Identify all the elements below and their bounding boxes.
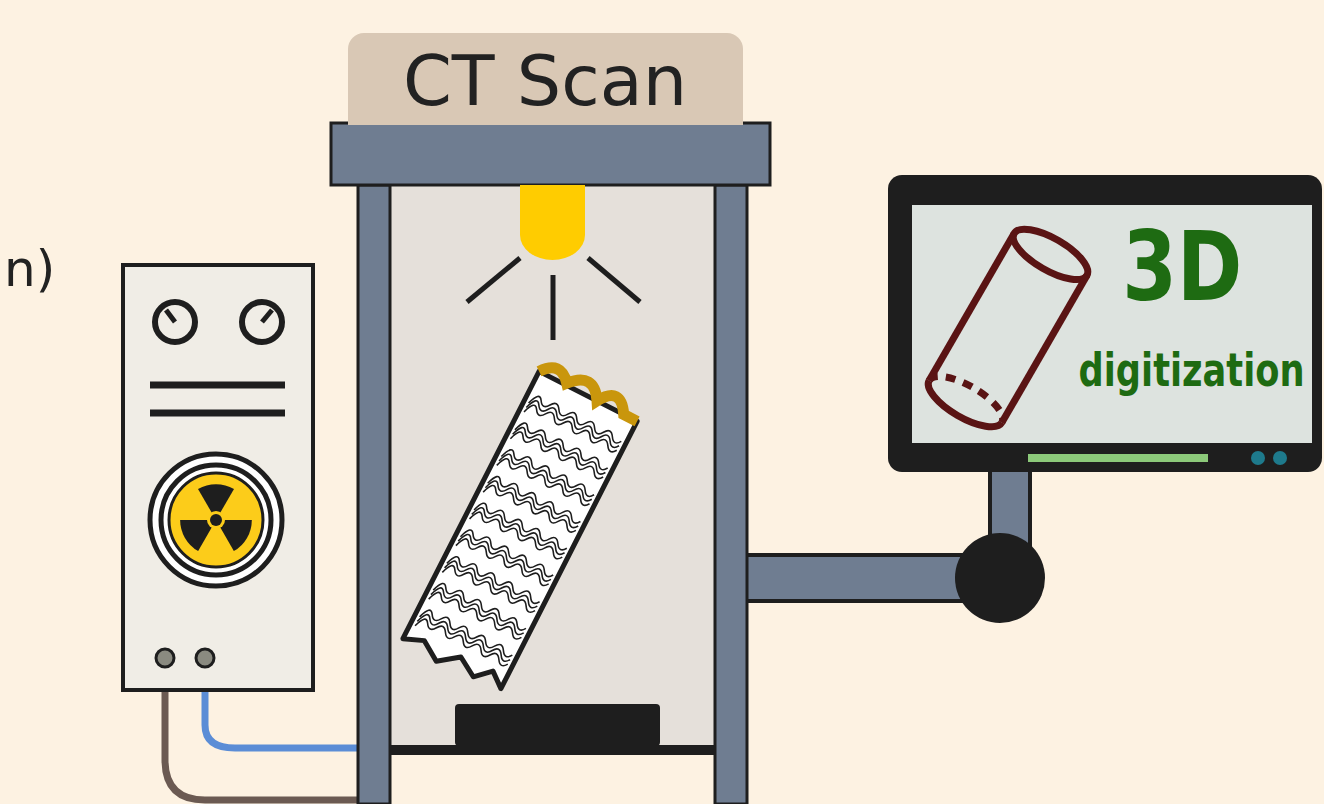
scanner-title: CT Scan bbox=[403, 46, 687, 116]
power-supply bbox=[123, 265, 313, 690]
monitor bbox=[888, 175, 1322, 472]
title-banner: CT Scan bbox=[348, 33, 743, 125]
monitor-arm bbox=[745, 465, 1045, 623]
monitor-screen: 3D digitization bbox=[912, 205, 1312, 443]
screen-subtitle: digitization bbox=[1079, 347, 1305, 393]
partial-label: n) bbox=[4, 244, 55, 294]
screen-heading: 3D bbox=[1122, 219, 1242, 315]
scroll bbox=[401, 360, 643, 693]
ct-scanner bbox=[331, 123, 770, 804]
